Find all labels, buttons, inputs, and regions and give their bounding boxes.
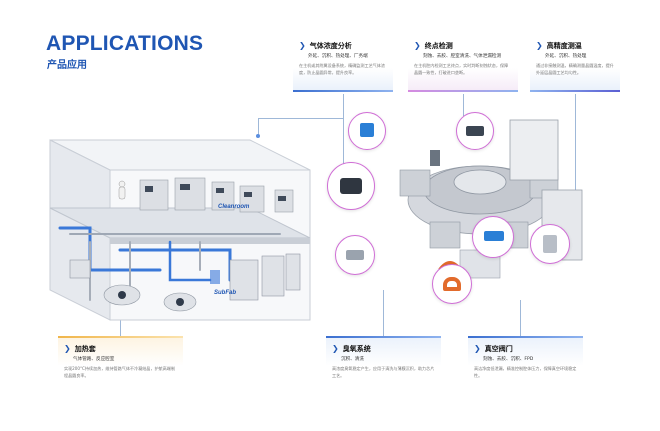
card-description: 实现200°C持续加热，维持管路气体不冷凝结晶，护航高端制程晶圆良率。 <box>64 366 175 378</box>
chevron-right-icon: ❯ <box>414 41 421 50</box>
card-title: 臭氧系统 <box>342 345 371 353</box>
card-title: 加热套 <box>74 345 96 353</box>
card-title: 终点检测 <box>424 42 453 50</box>
card-tags: 刻蚀、去胶、沉积、FPD <box>483 357 534 362</box>
chevron-right-icon: ❯ <box>299 41 306 50</box>
card-tags: 沉积、清洗 <box>341 357 364 362</box>
chevron-right-icon: ❯ <box>474 344 481 353</box>
leader-line <box>575 94 576 204</box>
card-title: 真空阀门 <box>484 345 513 353</box>
sensor-icon <box>466 126 484 136</box>
card-description: 高浓度臭氧稳定产生，应用于清洗与薄膜沉积，助力芯片工艺。 <box>332 366 435 378</box>
card-description: 高洁净度低泄漏，精准控制腔体压力，保障真空环境稳定性。 <box>474 366 577 378</box>
card-tags: 外延、沉积、热处理、厂务端 <box>308 54 368 59</box>
controller-icon <box>340 178 362 194</box>
cleanroom-label: Cleanroom <box>218 204 250 210</box>
card-heating-jacket[interactable]: ❯加热套 气体管路、反应腔室 实现200°C持续加热，维持管路气体不冷凝结晶，护… <box>58 336 183 408</box>
subfab-label: SubFab <box>214 290 236 296</box>
process-tool-illustration <box>399 119 583 279</box>
probe-icon <box>543 235 557 253</box>
card-description: 通过非接触测温，精确测量晶圆温度，提升外延层晶圆工艺均匀性。 <box>536 63 614 75</box>
card-endpoint-detection[interactable]: ❯终点检测 刻蚀、去胶、腔室清洗、气体泄漏检测 在主机腔内检测工艺终点，实时判断… <box>408 38 518 92</box>
leader-line <box>520 300 521 336</box>
chevron-right-icon: ❯ <box>536 41 543 50</box>
card-temperature-measurement[interactable]: ❯高精度测温 外延、沉积、热处理 通过非接触测温，精确测量晶圆温度，提升外延层晶… <box>530 38 620 92</box>
temperature-probe-bubble[interactable] <box>530 224 570 264</box>
card-tags: 刻蚀、去胶、腔室清洗、气体泄漏检测 <box>423 54 502 59</box>
card-ozone-system[interactable]: ❯臭氧系统 沉积、清洗 高浓度臭氧稳定产生，应用于清洗与薄膜沉积，助力芯片工艺。 <box>326 336 441 408</box>
module-icon <box>346 250 364 260</box>
endpoint-sensor-bubble[interactable] <box>456 112 494 150</box>
leader-line <box>258 118 259 136</box>
module-bubble[interactable] <box>335 235 375 275</box>
card-tags: 外延、沉积、热处理 <box>545 54 587 59</box>
card-title: 气体浓度分析 <box>309 42 352 50</box>
card-vacuum-valve[interactable]: ❯真空阀门 刻蚀、去胶、沉积、FPD 高洁净度低泄漏，精准控制腔体压力，保障真空… <box>468 336 583 408</box>
heating-jacket-bubble[interactable] <box>432 264 472 304</box>
controller-bubble[interactable] <box>327 162 375 210</box>
leader-line <box>258 118 343 119</box>
card-description: 在主机或其附属设备系统，精确监测工艺气体浓度，防止晶圆异常，提升良率。 <box>299 63 385 75</box>
page-title: APPLICATIONS <box>46 32 204 55</box>
card-description: 在主机腔内检测工艺终点，实时判断刻蚀状态，保障晶圆一致性，打破进口垄断。 <box>414 63 509 75</box>
heating-jacket-icon <box>443 277 461 291</box>
chevron-right-icon: ❯ <box>64 344 71 353</box>
fab-cutaway-illustration <box>49 139 311 321</box>
leader-line <box>463 94 464 116</box>
leader-line <box>383 290 384 336</box>
card-title: 高精度测温 <box>546 42 582 50</box>
chevron-right-icon: ❯ <box>332 344 339 353</box>
pyrometer-icon <box>484 231 504 241</box>
analyzer-icon <box>360 123 374 137</box>
gas-analyzer-bubble[interactable] <box>348 112 386 150</box>
leader-line <box>343 94 344 204</box>
card-tags: 气体管路、反应腔室 <box>73 357 115 362</box>
marker-dot <box>256 134 260 138</box>
page-subtitle: 产品应用 <box>47 60 87 71</box>
pyrometer-bubble[interactable] <box>472 216 514 258</box>
card-gas-analysis[interactable]: ❯气体浓度分析 外延、沉积、热处理、厂务端 在主机或其附属设备系统，精确监测工艺… <box>293 38 393 92</box>
